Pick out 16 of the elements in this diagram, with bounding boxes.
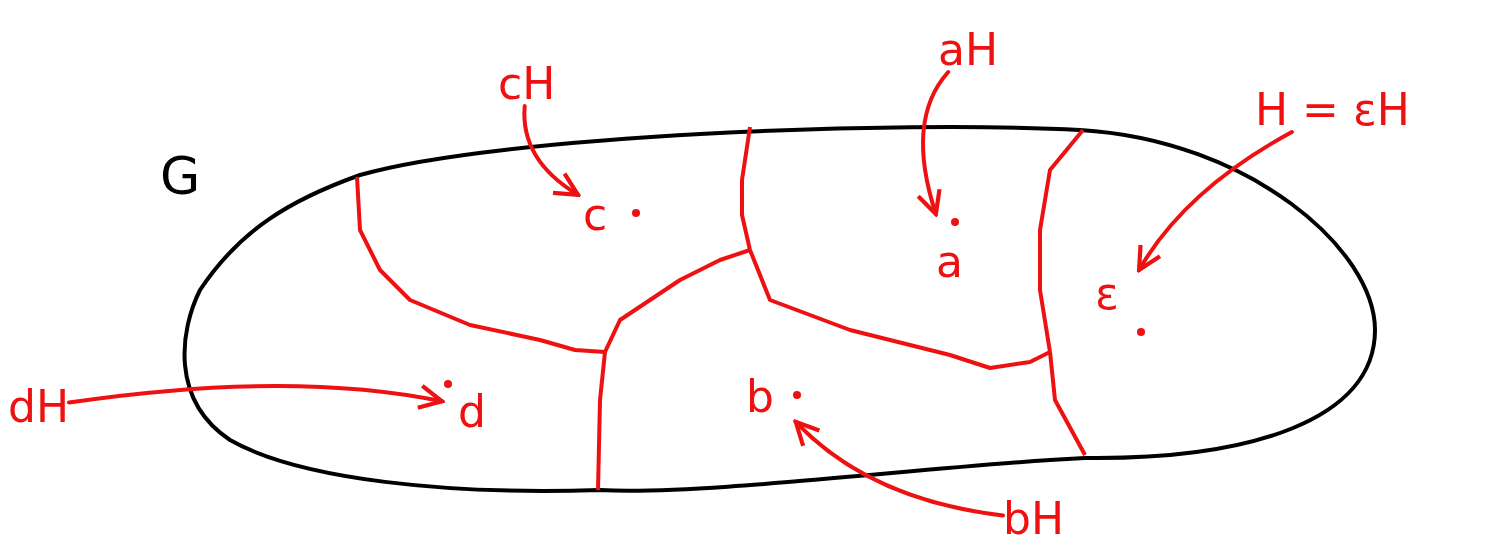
- coset-label: bH: [1003, 493, 1064, 544]
- coset-label: H = εH: [1255, 84, 1410, 135]
- arrow: [1137, 130, 1294, 273]
- coset-label: cH: [498, 58, 556, 109]
- coset-label: aH: [938, 24, 999, 75]
- element-label: b: [746, 375, 774, 419]
- coset-label: dH: [8, 381, 69, 432]
- set-label: G: [160, 150, 201, 202]
- arrow: [793, 419, 1005, 518]
- element-label: ε: [1095, 272, 1119, 316]
- element-label: a: [936, 240, 963, 284]
- element-label: d: [458, 390, 486, 434]
- arrow: [522, 104, 581, 197]
- arrow: [67, 383, 445, 411]
- arrow: [916, 70, 951, 217]
- element-label: c: [583, 193, 608, 237]
